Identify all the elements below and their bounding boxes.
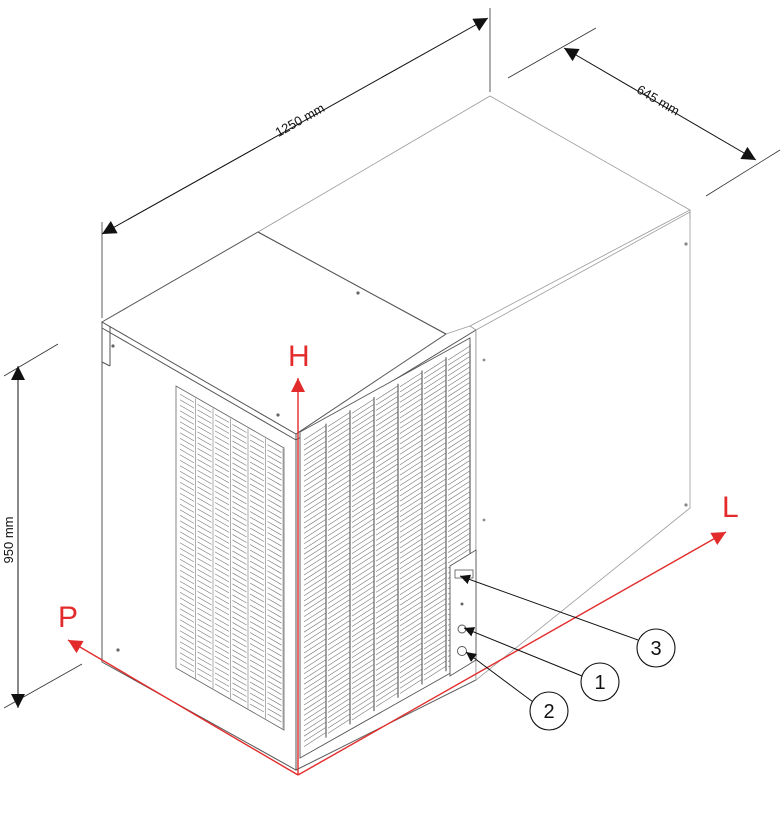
depth-label: 645 mm (634, 82, 682, 119)
depth-axis-label: P (58, 601, 78, 634)
length-axis-arrow (297, 531, 727, 776)
callout-1-label: 1 (594, 672, 605, 694)
front-condenser-grille (299, 337, 471, 759)
left-side-louvre-grille (175, 385, 285, 731)
height-axis-label: H (288, 340, 310, 373)
height-label: 950 mm (1, 517, 16, 564)
callout-3: 3 (459, 574, 676, 668)
callout-2: 2 (465, 651, 569, 731)
water-inlet-port (457, 624, 467, 634)
callout-1: 1 (463, 627, 620, 702)
length-axis-label: L (722, 491, 739, 524)
axis-arrows: H L P (58, 340, 739, 776)
drain-port (457, 646, 467, 656)
depth-axis-arrow (67, 639, 299, 776)
callout-2-label: 2 (543, 701, 554, 723)
callout-3-label: 3 (650, 638, 661, 660)
width-label: 1250 mm (272, 100, 327, 140)
height-dimension: 950 mm (1, 343, 83, 709)
callouts: 3 1 2 (459, 574, 676, 731)
